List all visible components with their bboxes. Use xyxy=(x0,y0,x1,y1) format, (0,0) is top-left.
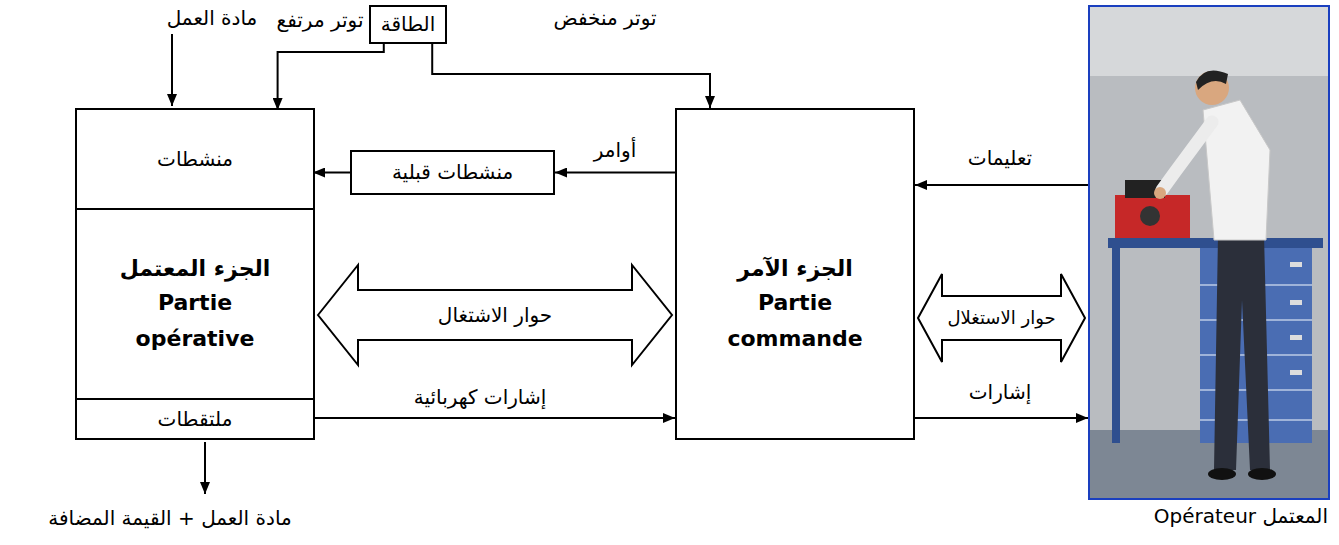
signal-arrow xyxy=(432,44,710,108)
drawer-handle xyxy=(1290,335,1302,340)
control-part-box: الجزء الآمرPartie commande xyxy=(675,108,915,440)
connector-label: حوار الاستغلال xyxy=(944,307,1058,329)
operator-photo xyxy=(1089,6,1329,499)
signal-arrow xyxy=(278,44,384,110)
signal-arrow xyxy=(915,417,1088,419)
node-title: منشطات xyxy=(157,147,233,172)
text-group: ملتقطات xyxy=(77,400,313,438)
operator-hand xyxy=(1154,187,1166,199)
dialogue-arrow xyxy=(918,274,1085,362)
material-label: مادة العمل xyxy=(164,6,261,30)
operator-shoe xyxy=(1208,468,1236,480)
node-title: المعتمل Opérateur xyxy=(1154,504,1328,529)
node-title: الجزء الآمر xyxy=(737,252,852,285)
operator-frame: المعتمل Opérateur xyxy=(1088,5,1330,500)
machine-body xyxy=(1115,195,1190,238)
text-group: منشطات قبلية xyxy=(352,152,553,193)
text-group: الجزء المعتملPartie opérative xyxy=(77,210,313,398)
connector-label: إشارات كهربائية xyxy=(411,385,550,409)
operator-shoe xyxy=(1248,468,1276,480)
sensors-section: ملتقطات xyxy=(77,398,313,438)
operator-head xyxy=(1195,71,1229,105)
node-title: منشطات قبلية xyxy=(392,160,513,185)
node-title: الطاقة xyxy=(381,12,435,37)
connector-label: تعليمات xyxy=(965,146,1035,170)
text-group: الطاقة xyxy=(371,7,445,42)
drawer-handle xyxy=(1290,370,1302,375)
connector-label: إشارات xyxy=(966,380,1034,404)
photo-wall xyxy=(1089,6,1329,499)
connector-label: أوامر xyxy=(591,138,640,162)
operator-trousers xyxy=(1214,235,1270,470)
signal-arrow xyxy=(555,172,675,174)
material-out-arrow xyxy=(204,442,206,494)
operator-hair xyxy=(1196,70,1228,90)
node-title: الجزء المعتمل xyxy=(120,252,271,285)
text-group: المعتمل Opérateur xyxy=(1154,504,1328,529)
connector-label: توتر منخفض xyxy=(550,6,659,30)
photo-wall-light xyxy=(1089,6,1329,76)
operative-part-box: الجزء المعتملPartie opérative منشطات ملتقط… xyxy=(75,108,315,440)
text-group: الجزء الآمرPartie commande xyxy=(677,170,913,438)
actuators-section: منشطات xyxy=(77,110,313,210)
text-group: منشطات xyxy=(77,110,313,208)
connector-label: حوار الاشتغال xyxy=(435,303,555,327)
bench-leg xyxy=(1112,248,1120,443)
dialogue-arrow xyxy=(318,265,672,365)
signal-arrow xyxy=(313,417,675,419)
machine-top xyxy=(1125,180,1165,198)
node-subtitle: Partie opérative xyxy=(125,285,265,355)
material-in-arrow xyxy=(171,34,173,106)
pre-actuators-box: منشطات قبلية xyxy=(350,150,555,195)
node-subtitle: Partie commande xyxy=(725,285,865,355)
signal-arrow xyxy=(915,184,1088,186)
operator-arm xyxy=(1162,122,1212,190)
energy-box: الطاقة xyxy=(369,5,447,44)
node-title: ملتقطات xyxy=(158,407,233,432)
connector-label: توتر مرتفع xyxy=(274,8,367,32)
signal-arrow xyxy=(313,172,350,174)
material-label: مادة العمل + القيمة المضافة xyxy=(45,506,294,530)
drawer-handle xyxy=(1290,300,1302,305)
drawer-handle xyxy=(1290,262,1302,267)
machine-wheel xyxy=(1140,206,1160,226)
